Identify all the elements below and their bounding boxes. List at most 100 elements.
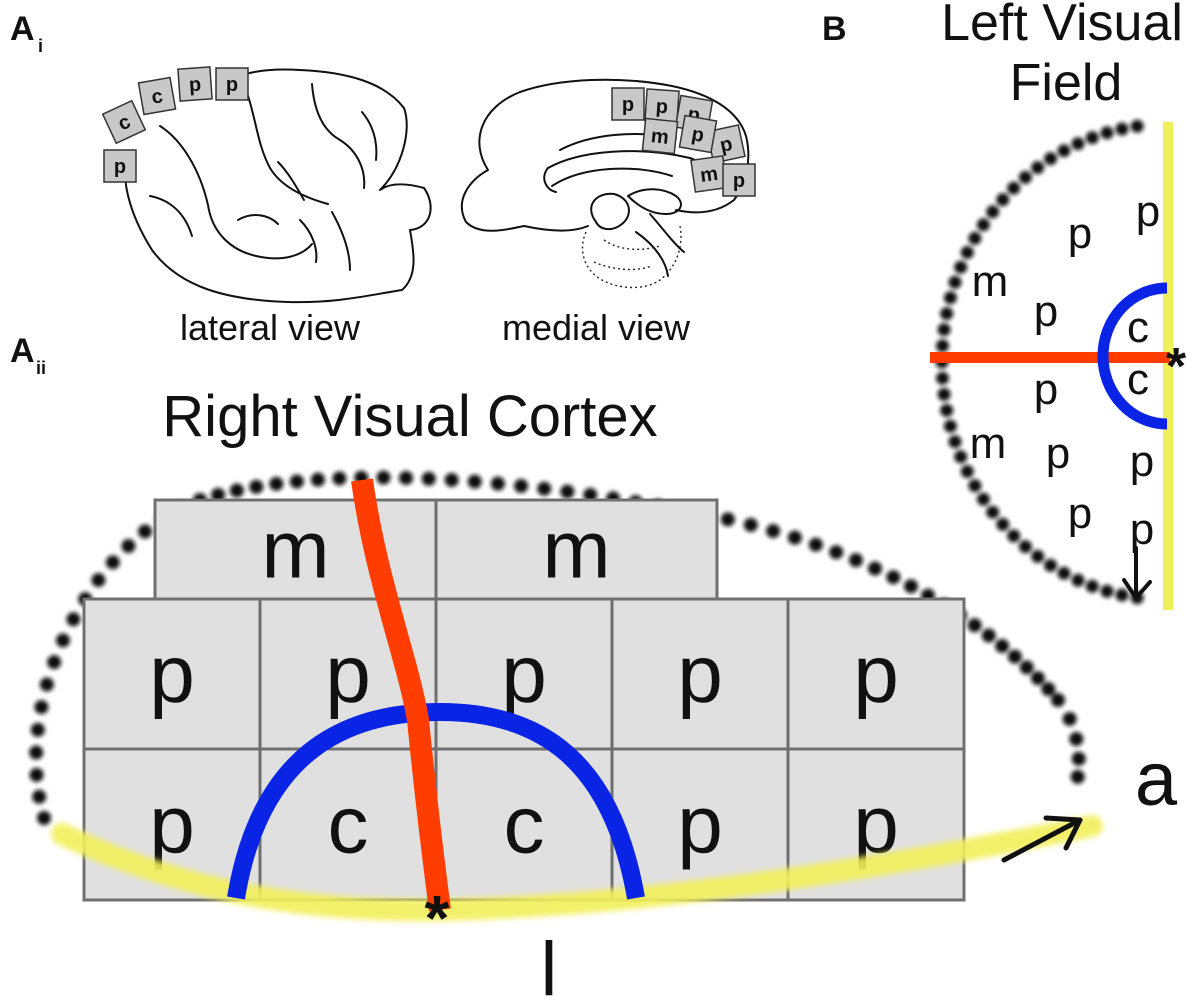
recording-site: p xyxy=(722,163,756,197)
cortex-cell-label: c xyxy=(504,780,545,871)
field-downward-arrow xyxy=(1122,546,1152,600)
boundary-dot xyxy=(1115,122,1129,136)
field-label: p xyxy=(1034,365,1058,414)
panel-label-a-i: A i xyxy=(10,10,43,56)
boundary-dot xyxy=(1100,584,1114,598)
boundary-dot xyxy=(981,628,996,643)
boundary-dot xyxy=(289,474,304,489)
boundary-dot xyxy=(1071,137,1085,151)
boundary-dot xyxy=(904,579,918,594)
cortex-cell-label: p xyxy=(149,780,195,871)
boundary-dot xyxy=(1044,558,1058,572)
cortex-cell: p xyxy=(82,597,262,751)
recording-site-label: p xyxy=(188,74,202,97)
recording-site-label: p xyxy=(226,74,238,96)
recording-site-box xyxy=(215,67,249,101)
boundary-dot xyxy=(986,505,1000,519)
boundary-dot xyxy=(996,193,1010,207)
recording-site: p xyxy=(644,88,680,124)
boundary-dot xyxy=(249,479,264,494)
brainstem-dotted-outline xyxy=(581,225,682,289)
boundary-dot xyxy=(937,387,951,401)
recording-site-box xyxy=(641,117,679,155)
boundary-dot xyxy=(1069,732,1084,747)
recording-site: p xyxy=(611,87,645,121)
field-label: p xyxy=(1034,287,1058,336)
boundary-dot xyxy=(39,677,54,692)
panel-subscript: i xyxy=(38,36,43,56)
boundary-dot xyxy=(867,561,882,576)
recording-site: m xyxy=(641,117,679,155)
boundary-dot xyxy=(1044,152,1058,166)
boundary-dot xyxy=(954,260,968,274)
boundary-dot xyxy=(47,655,62,670)
field-fovea-semicircle xyxy=(1097,282,1168,430)
lateral-view-label: lateral view xyxy=(180,307,361,348)
field-dotted-boundary xyxy=(935,119,1144,605)
boundary-dot xyxy=(37,811,51,825)
boundary-dot xyxy=(514,479,529,494)
foveal-arc xyxy=(227,702,645,900)
boundary-dot xyxy=(121,539,136,554)
cortex-cell-label: p xyxy=(149,629,195,720)
field-label: p xyxy=(1130,505,1154,554)
field-label: p xyxy=(1068,209,1092,258)
boundary-dot xyxy=(55,633,70,648)
cortex-cell-box xyxy=(82,597,262,751)
boundary-dot xyxy=(229,483,244,498)
anterior-arrow xyxy=(1001,815,1083,863)
medial-view-label: medial view xyxy=(502,307,691,348)
boundary-dot xyxy=(30,722,45,737)
recording-site-box xyxy=(611,87,645,121)
horizontal-meridian-line xyxy=(351,478,451,912)
cortex-cell-label: c xyxy=(328,780,369,871)
boundary-dot xyxy=(948,275,962,289)
recording-site-box xyxy=(722,163,756,197)
boundary-dot xyxy=(1051,693,1065,707)
cortex-cell-box xyxy=(434,498,719,601)
boundary-dot xyxy=(960,465,974,478)
boundary-dot xyxy=(1018,540,1032,554)
boundary-dot xyxy=(1019,660,1034,675)
recording-site-box xyxy=(103,149,137,183)
boundary-dot xyxy=(421,471,436,486)
boundary-dot xyxy=(995,639,1010,654)
boundary-dot xyxy=(34,700,49,715)
cortex-cell: p xyxy=(786,597,966,751)
cortex-cell: p xyxy=(610,597,790,751)
boundary-dot xyxy=(583,487,598,502)
lateral-brain-outline xyxy=(124,68,432,304)
boundary-dot xyxy=(766,524,781,539)
boundary-dot xyxy=(1100,126,1114,140)
boundary-dot xyxy=(560,484,575,499)
recording-site-label: c xyxy=(150,85,165,109)
boundary-dot xyxy=(937,323,951,337)
boundary-dot xyxy=(943,291,957,305)
cortex-cell-label: m xyxy=(261,505,329,596)
boundary-dot xyxy=(940,403,954,417)
recording-site: p xyxy=(103,149,137,183)
boundary-dot xyxy=(376,470,391,485)
boundary-dot xyxy=(1018,170,1032,184)
cortex-cell-label: p xyxy=(325,629,371,720)
boundary-dot xyxy=(976,218,990,232)
recording-site-box xyxy=(137,76,177,116)
panel-label-a-ii: A ii xyxy=(10,332,46,378)
recording-site: p xyxy=(177,66,213,102)
lateral-label: l xyxy=(541,927,558,1000)
boundary-dot xyxy=(1085,131,1099,145)
recording-site-box xyxy=(678,114,718,154)
boundary-dot xyxy=(537,481,552,496)
boundary-dot xyxy=(848,553,863,568)
boundary-dot xyxy=(808,537,823,552)
cortex-cell-box xyxy=(786,597,966,751)
boundary-dot xyxy=(1071,573,1085,587)
field-label: p xyxy=(1046,429,1070,478)
boundary-dot xyxy=(996,517,1010,531)
boundary-dot xyxy=(1115,588,1129,602)
boundary-dot xyxy=(399,470,414,485)
